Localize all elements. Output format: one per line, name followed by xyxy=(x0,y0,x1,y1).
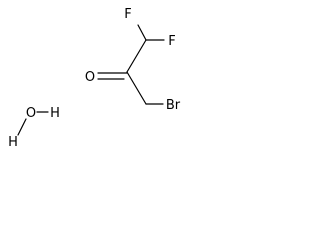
water-hydrogen-label-right: H xyxy=(50,106,60,121)
bond-carbonyl-ch2 xyxy=(126,71,147,105)
bond-cf-top xyxy=(137,24,147,41)
water-hydrogen-label-left: H xyxy=(8,135,18,150)
fluorine-label-right: F xyxy=(168,34,175,49)
bond-chf2-carbonyl xyxy=(126,39,147,73)
bromine-label: Br xyxy=(166,98,181,113)
fluorine-label-top: F xyxy=(124,7,131,22)
bromodifluoroacetone-bonds xyxy=(97,24,165,105)
bond-water-oh-left xyxy=(17,118,27,136)
water-oxygen-label: O xyxy=(26,106,36,121)
oxygen-label-carbonyl: O xyxy=(85,70,95,85)
water-molecule: H O H xyxy=(8,106,60,150)
bromodifluoroacetone-labels: F F O Br xyxy=(85,7,181,113)
chemical-structure: F F O Br H O H xyxy=(8,7,181,150)
